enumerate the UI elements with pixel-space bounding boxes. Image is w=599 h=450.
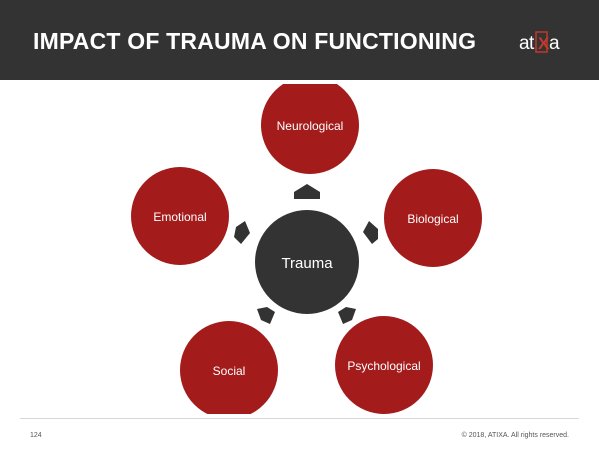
- center-node-label: Trauma: [281, 255, 333, 272]
- svg-text:a: a: [519, 33, 530, 54]
- node-emotional-label: Emotional: [153, 210, 206, 224]
- diagram-canvas: Trauma Neurological Biological Psycholog…: [131, 76, 482, 419]
- arrow-to-social: [257, 307, 275, 324]
- trauma-impact-diagram: Trauma Neurological Biological Psycholog…: [0, 76, 599, 419]
- arrow-to-neurological: [294, 184, 320, 199]
- copyright-notice: © 2018, ATIXA. All rights reserved.: [461, 432, 569, 439]
- footer-divider: [20, 418, 579, 419]
- svg-text:X: X: [538, 34, 550, 53]
- node-psychological: Psychological: [335, 316, 433, 414]
- node-biological-label: Biological: [407, 212, 458, 226]
- node-psychological-label: Psychological: [347, 359, 420, 373]
- svg-text:t: t: [529, 33, 535, 54]
- center-node: Trauma: [255, 210, 359, 314]
- arrow-to-emotional: [234, 221, 250, 244]
- arrow-to-psychological: [338, 307, 356, 324]
- atixa-logo-mark: a t X a: [519, 31, 560, 54]
- arrow-to-biological: [363, 221, 378, 244]
- node-neurological: Neurological: [261, 76, 359, 174]
- header-bar: IMPACT OF TRAUMA ON FUNCTIONING a t X a: [0, 0, 599, 84]
- node-emotional: Emotional: [131, 167, 229, 265]
- header-background: [0, 0, 599, 80]
- node-neurological-label: Neurological: [277, 119, 344, 133]
- node-social: Social: [180, 321, 278, 419]
- atixa-logo: a t X a: [519, 30, 571, 56]
- node-social-label: Social: [213, 364, 246, 378]
- slide-title: IMPACT OF TRAUMA ON FUNCTIONING: [33, 28, 477, 54]
- page-number: 124: [30, 432, 42, 439]
- node-biological: Biological: [384, 169, 482, 267]
- svg-text:a: a: [549, 33, 560, 54]
